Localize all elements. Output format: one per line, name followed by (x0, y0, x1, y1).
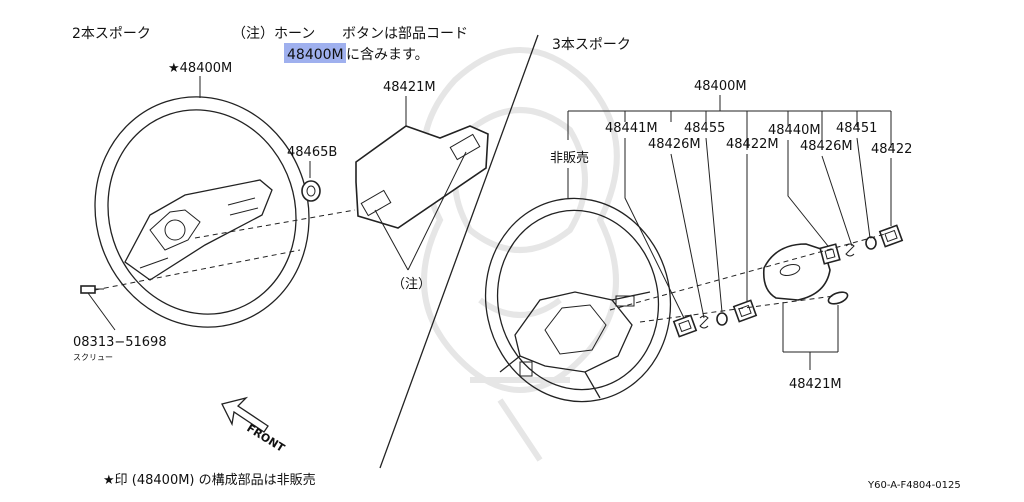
screw-08313-51698 (80, 285, 104, 294)
label-note-ref: （注） (392, 277, 431, 292)
footer-star-note: ★印 (48400M) の構成部品は非販売 (103, 472, 316, 488)
label-48426M-a: 48426M (648, 137, 701, 152)
horn-pad-48421M (355, 125, 489, 229)
left-section-title: 2本スポーク (72, 26, 151, 42)
front-arrow: FRONT (221, 396, 287, 456)
horn-note: （注）ホーン ボタンは部品コード 48400M に含みます。 (232, 26, 468, 63)
label-48422M: 48422M (726, 137, 779, 152)
spring-48426M-b (845, 243, 855, 257)
button-48441M (672, 314, 698, 338)
label-wheel-48400M: ★48400M (168, 61, 232, 76)
horn-note-code: 48400M (287, 47, 344, 63)
washer-48455 (716, 312, 728, 326)
three-spoke-steering-wheel (484, 197, 672, 403)
label-48455: 48455 (684, 121, 725, 136)
label-48422: 48422 (871, 142, 912, 157)
spring-48426M-a (699, 315, 709, 329)
footer-figure-code: Y60-A-F4804-0125 (867, 480, 961, 491)
right-section-title: 3本スポーク (552, 37, 631, 53)
watermark-emblem (420, 47, 620, 462)
highlight-marker (284, 43, 346, 63)
label-48421M-left: 48421M (383, 80, 436, 95)
ring-48421M (827, 291, 849, 305)
front-label: FRONT (244, 422, 287, 456)
section-divider (379, 34, 539, 469)
label-48440M: 48440M (768, 123, 821, 138)
label-48465B: 48465B (287, 145, 337, 160)
leader-48440M (787, 140, 829, 247)
label-not-for-sale: 非販売 (550, 150, 589, 166)
label-48421M-right: 48421M (789, 377, 842, 392)
leader-48451 (856, 137, 871, 239)
horn-note-prefix: （注）ホーン (232, 26, 315, 42)
horn-pad-48440M (762, 243, 831, 301)
assembly-line-right-2 (639, 295, 835, 323)
nut-48465B (301, 180, 321, 202)
label-48426M-b: 48426M (800, 139, 853, 154)
cap-48440M (819, 243, 841, 265)
leader-48441M (624, 138, 685, 319)
leader-48455 (705, 137, 723, 313)
label-screw-code: 08313−51698 (73, 335, 167, 350)
label-48441M: 48441M (605, 121, 658, 136)
button-48422M (732, 299, 758, 323)
leader-note-b (407, 151, 467, 271)
label-48451: 48451 (836, 121, 877, 136)
leader-48426M-a (670, 153, 705, 319)
leader-screw (87, 292, 116, 331)
button-48422 (878, 224, 904, 248)
horn-note-middle: ボタンは部品コード (342, 26, 468, 42)
assembly-line-left-1 (194, 209, 356, 239)
horn-note-suffix: に含みます。 (346, 47, 429, 63)
two-spoke-steering-wheel (94, 96, 310, 328)
assembly-line-left-2 (94, 249, 301, 291)
washer-48451 (865, 236, 877, 250)
label-screw-name: スクリュー (73, 353, 113, 362)
label-48400M-assembly: 48400M (694, 79, 747, 94)
leader-note-a (374, 209, 409, 271)
assembly-line-right-1 (609, 233, 886, 311)
leader-48426M-b (821, 155, 853, 247)
